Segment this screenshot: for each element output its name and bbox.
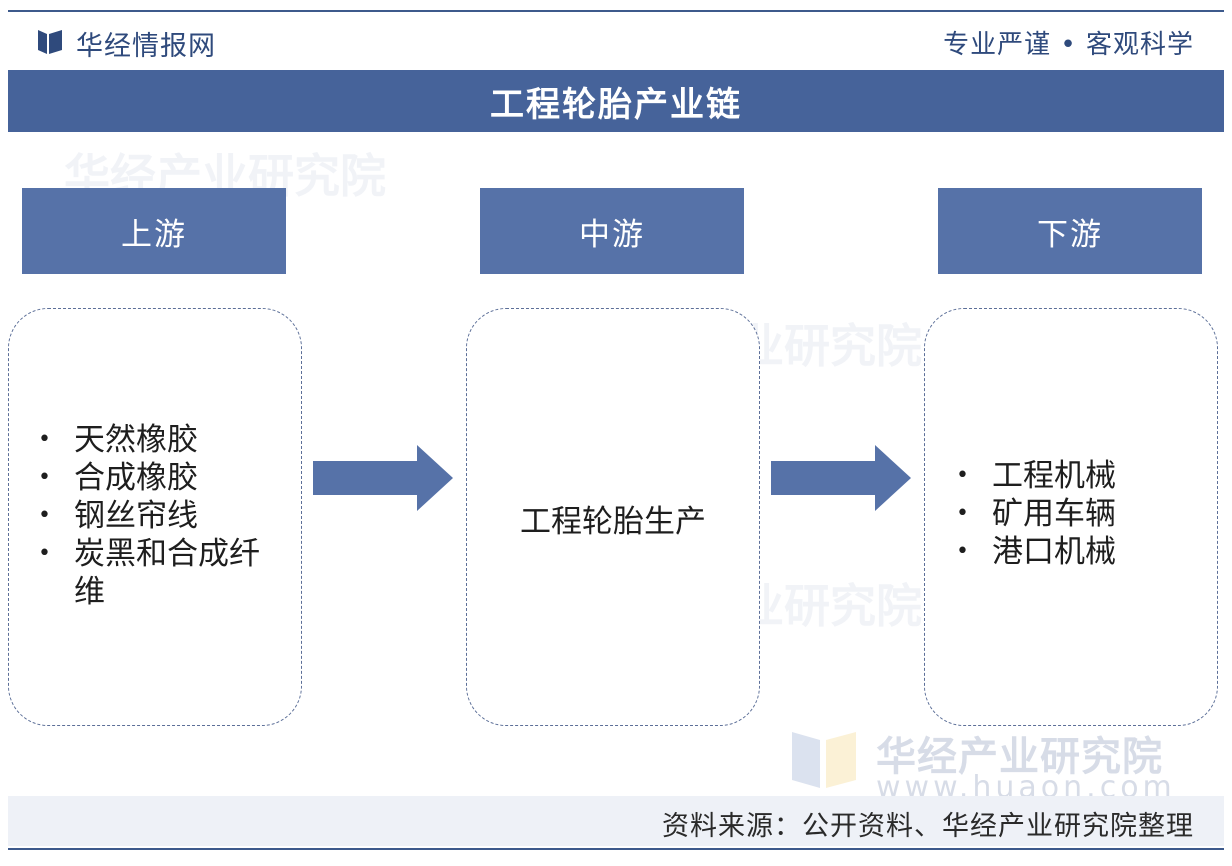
list-item: 天然橡胶 <box>38 421 278 459</box>
source-band: 资料来源：公开资料、华经产业研究院整理 <box>8 796 1224 846</box>
brand-logo-icon <box>38 30 62 54</box>
list-item: 矿用车辆 <box>956 495 1196 533</box>
bottom-rule <box>8 848 1224 850</box>
stage-upstream: 上游 <box>22 188 286 274</box>
brand-slogan: 专业严谨 • 客观科学 <box>943 30 1194 60</box>
stage-upstream-label: 上游 <box>121 216 187 253</box>
top-rule <box>8 10 1224 12</box>
arrow-right-icon <box>313 445 453 511</box>
stage-downstream: 下游 <box>938 188 1202 274</box>
title-band: 工程轮胎产业链 <box>8 70 1224 132</box>
source-text: 资料来源：公开资料、华经产业研究院整理 <box>662 811 1194 842</box>
list-item: 港口机械 <box>956 533 1196 571</box>
watermark-name: 华经产业研究院 <box>876 734 1163 780</box>
midstream-text: 工程轮胎生产 <box>520 504 706 540</box>
stage-downstream-label: 下游 <box>1037 216 1103 253</box>
downstream-list: 工程机械 矿用车辆 港口机械 <box>956 457 1196 571</box>
list-item: 钢丝帘线 <box>38 497 278 535</box>
list-item: 炭黑和合成纤维 <box>38 535 278 611</box>
header: 华经情报网 专业严谨 • 客观科学 <box>8 14 1224 68</box>
stage-midstream: 中游 <box>480 188 744 274</box>
arrow-right-icon <box>771 445 911 511</box>
stage-midstream-label: 中游 <box>579 216 645 253</box>
watermark-logo-icon <box>792 732 856 788</box>
upstream-list: 天然橡胶 合成橡胶 钢丝帘线 炭黑和合成纤维 <box>38 421 278 611</box>
list-item: 工程机械 <box>956 457 1196 495</box>
page-title: 工程轮胎产业链 <box>490 84 742 125</box>
midstream-box <box>466 308 760 726</box>
brand-name: 华经情报网 <box>76 31 216 62</box>
list-item: 合成橡胶 <box>38 459 278 497</box>
